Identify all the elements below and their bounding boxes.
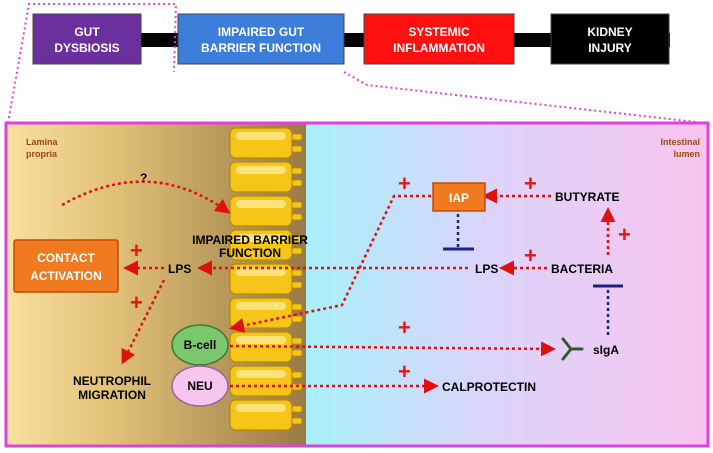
bacteria-label: BACTERIA xyxy=(551,262,613,276)
epithelial-cell-highlight xyxy=(236,132,286,140)
epithelial-cell-highlight xyxy=(236,234,286,242)
microvillus xyxy=(291,349,303,357)
b-cell-ellipse xyxy=(171,324,229,366)
impaired-barrier-label: IMPAIRED BARRIER xyxy=(192,233,308,247)
microvillus xyxy=(291,303,303,311)
epithelial-cell-highlight xyxy=(236,370,286,378)
contact-activation-label: CONTACT xyxy=(37,251,95,265)
pathway-box-systemic-inflammation-bg xyxy=(363,13,515,65)
iap-box xyxy=(432,182,486,212)
epithelial-cell-highlight xyxy=(236,302,286,310)
region-label-lamina: Lamina xyxy=(26,137,59,147)
region-label-lumen: lumen xyxy=(673,149,700,159)
arrows xyxy=(61,180,616,394)
pathway-label: KIDNEY xyxy=(587,25,632,39)
region-label-lumen: Intestinal xyxy=(660,137,700,147)
pathway-box-kidney-injury-bg xyxy=(550,13,670,65)
microvillus xyxy=(291,371,303,379)
neu-ellipse xyxy=(171,365,229,407)
impaired-barrier-label: FUNCTION xyxy=(219,246,281,260)
zoom-callout-right xyxy=(343,71,706,124)
pathway-label: GUT xyxy=(74,25,100,39)
plus-sign: + xyxy=(524,171,537,196)
pathway-box-gut-dysbiosis: GUT DYSBIOSIS xyxy=(32,13,142,65)
epithelial-cell-highlight xyxy=(236,200,286,208)
microvillus xyxy=(291,281,303,289)
pathway-box-gut-dysbiosis-bg xyxy=(32,13,142,65)
calprotectin-label: CALPROTECTIN xyxy=(442,380,536,394)
microvillus xyxy=(291,235,303,243)
microvillus xyxy=(291,337,303,345)
microvillus xyxy=(291,201,303,209)
pathway-label: IMPAIRED GUT xyxy=(218,25,305,39)
contact-activation-label: ACTIVATION xyxy=(30,269,102,283)
butyrate-label: BUTYRATE xyxy=(555,190,619,204)
region-label-lamina: propria xyxy=(26,149,58,159)
lps-right-label: LPS xyxy=(475,262,498,276)
microvillus xyxy=(291,167,303,175)
pathway-box-impaired-barrier: IMPAIRED GUT BARRIER FUNCTION xyxy=(177,13,345,65)
pathway-box-systemic-inflammation: SYSTEMIC INFLAMMATION xyxy=(363,13,515,65)
pathway-label: BARRIER FUNCTION xyxy=(201,41,321,55)
zoom-callout-left xyxy=(7,3,178,124)
epithelial-cell-highlight xyxy=(236,336,286,344)
microvillus xyxy=(291,417,303,425)
microvillus xyxy=(291,133,303,141)
neutrophil-migration-label: MIGRATION xyxy=(78,388,146,402)
arrow-iap-to-bcell xyxy=(229,194,431,333)
plus-sign: + xyxy=(618,222,631,247)
plus-sign: + xyxy=(524,243,537,268)
zoom-panel-frame xyxy=(4,121,710,448)
pathway-box-kidney-injury: KIDNEY INJURY xyxy=(550,13,670,65)
pathway-label: DYSBIOSIS xyxy=(54,41,119,55)
pathway-box-impaired-barrier-bg xyxy=(177,13,345,65)
epithelial-cell-highlight xyxy=(236,404,286,412)
microvillus xyxy=(291,269,303,277)
plus-sign: + xyxy=(398,359,411,384)
microvillus xyxy=(291,179,303,187)
microvillus xyxy=(291,405,303,413)
microvillus xyxy=(291,315,303,323)
iap-label: IAP xyxy=(449,191,469,205)
plus-sign: + xyxy=(130,290,143,315)
lps-left-label: LPS xyxy=(168,262,191,276)
neu-label: NEU xyxy=(187,379,212,393)
pathway-label: INFLAMMATION xyxy=(393,41,485,55)
question-mark: ? xyxy=(140,171,147,185)
siga-label: sIgA xyxy=(593,343,619,357)
pathway-label: SYSTEMIC xyxy=(408,25,470,39)
microvillus xyxy=(291,247,303,255)
epithelial-cell-column xyxy=(229,127,303,431)
contact-activation-box xyxy=(13,239,119,293)
microvillus xyxy=(291,145,303,153)
plus-sign: + xyxy=(130,238,143,263)
b-cell-label: B-cell xyxy=(184,338,217,352)
pathway-label: INJURY xyxy=(588,41,632,55)
microvillus xyxy=(291,213,303,221)
antibody-icon xyxy=(561,337,584,361)
intestinal-lumen-region xyxy=(306,123,708,446)
epithelial-cell-highlight xyxy=(236,166,286,174)
epithelial-cell-highlight xyxy=(236,268,286,276)
plus-sign: + xyxy=(398,315,411,340)
inhibitions xyxy=(443,214,623,335)
neutrophil-migration-label: NEUTROPHIL xyxy=(73,374,151,388)
plus-sign: + xyxy=(398,171,411,196)
